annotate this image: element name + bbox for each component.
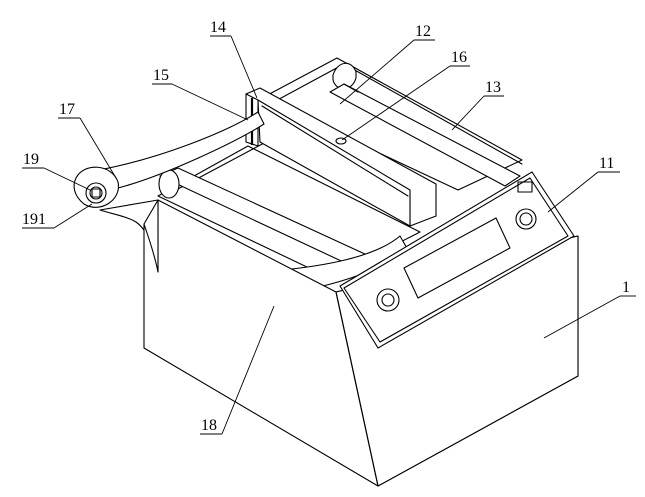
label-1: 1 — [622, 279, 630, 296]
front-roller — [158, 167, 405, 283]
right-knob — [515, 208, 537, 230]
display-screen — [403, 217, 511, 299]
label-19: 19 — [23, 151, 39, 168]
label-15: 15 — [153, 67, 169, 84]
label-191: 191 — [22, 211, 46, 228]
left-knob — [376, 288, 400, 312]
indicator-light — [517, 181, 533, 193]
label-13: 13 — [485, 79, 501, 96]
label-17: 17 — [59, 101, 75, 118]
label-18: 18 — [201, 417, 217, 434]
label-12: 12 — [415, 23, 431, 40]
callout-labels: 14 12 16 15 13 17 19 11 191 1 18 — [22, 19, 630, 434]
control-panel — [339, 171, 575, 349]
label-16: 16 — [451, 49, 467, 66]
fastener-hole — [335, 137, 347, 145]
left-swing-arm — [73, 111, 265, 273]
label-11: 11 — [599, 155, 614, 172]
label-14: 14 — [210, 19, 226, 36]
callout-leaders — [22, 35, 636, 435]
